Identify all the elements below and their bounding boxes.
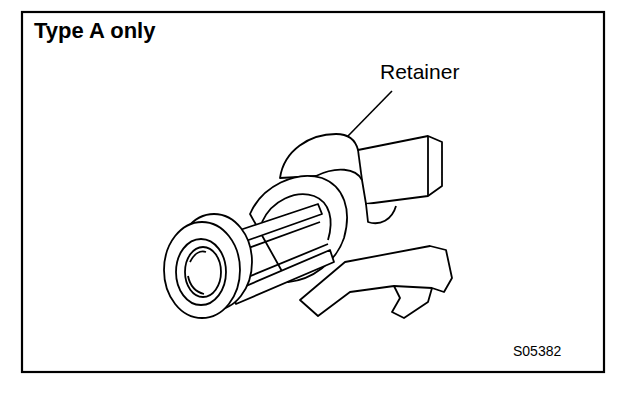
figure-title: Type A only bbox=[34, 19, 155, 43]
leader-line bbox=[348, 91, 392, 136]
figure-frame bbox=[22, 12, 604, 372]
retainer-part bbox=[164, 134, 452, 318]
part-name: Retainer bbox=[380, 60, 459, 83]
figure-code: S05382 bbox=[513, 344, 561, 359]
